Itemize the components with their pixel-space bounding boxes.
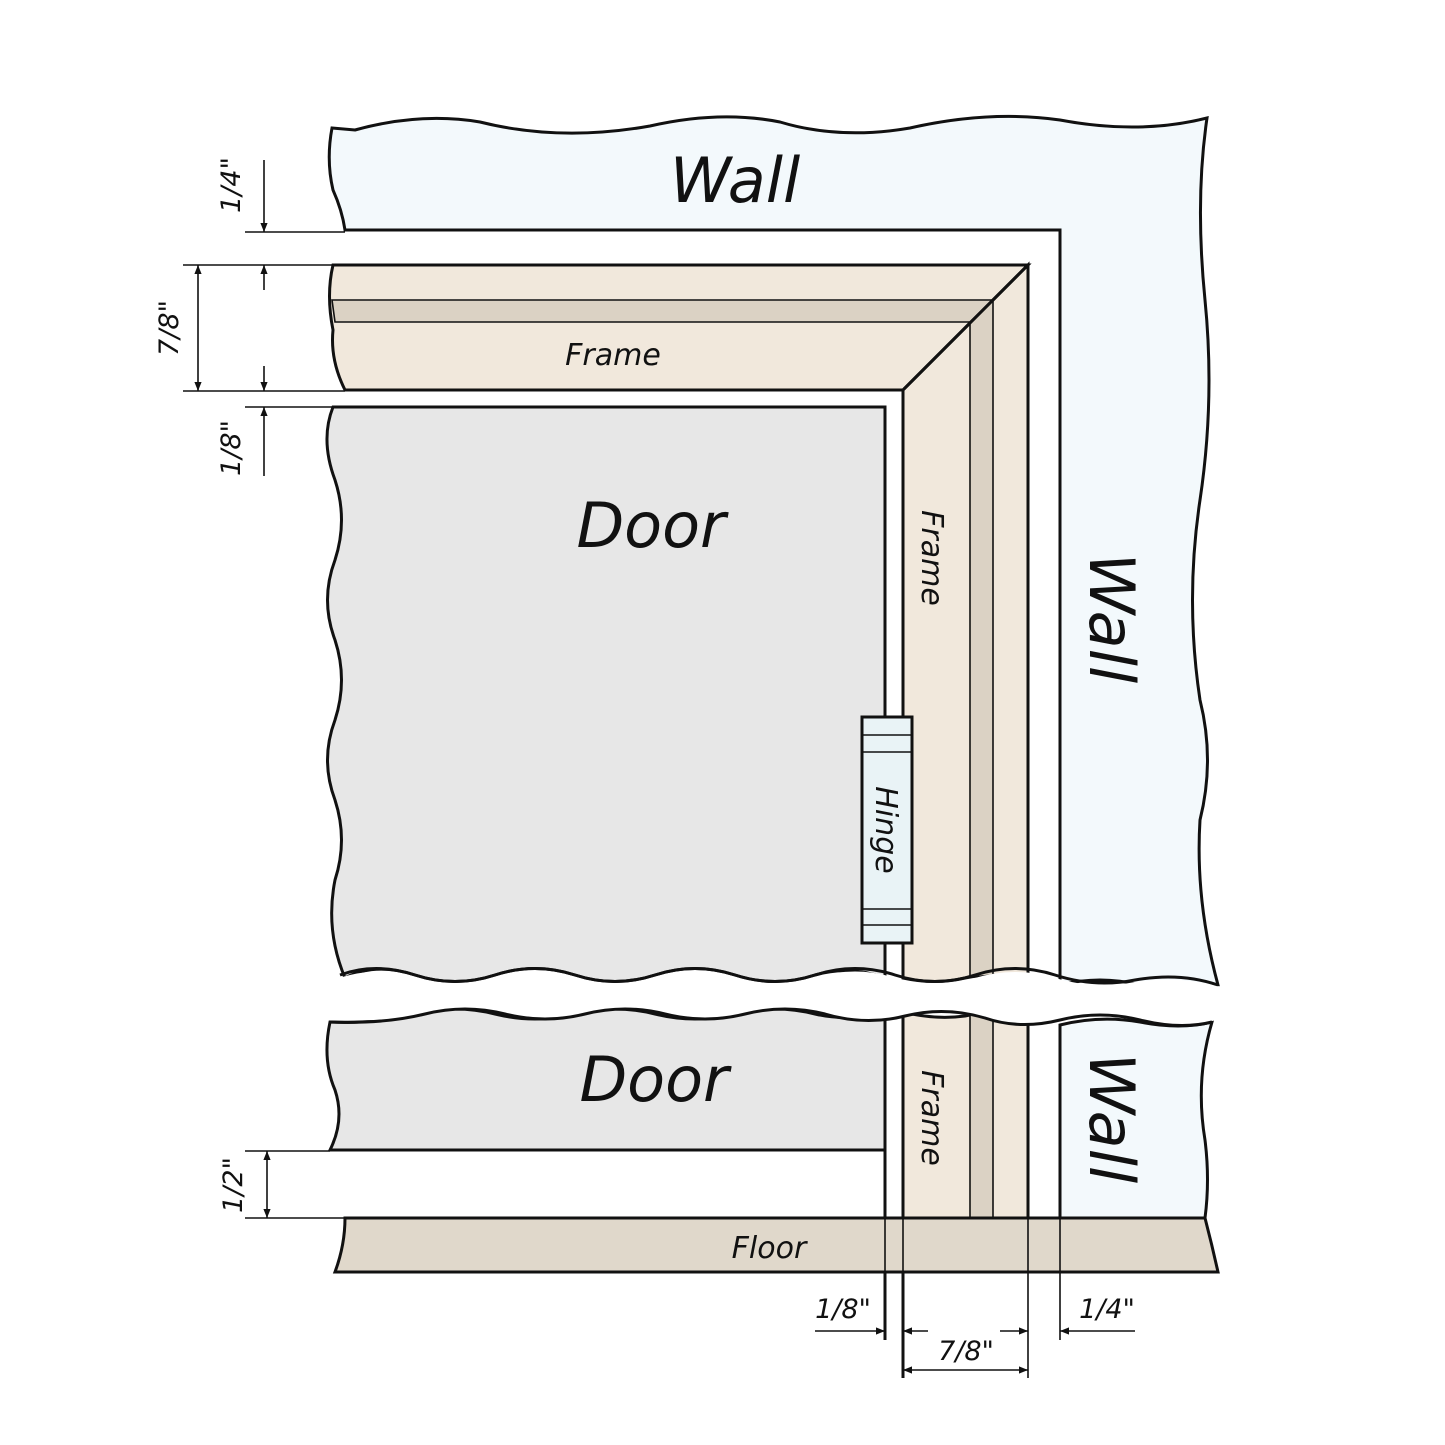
dim-door-gap-side: 1/8" xyxy=(815,1294,871,1325)
frame-stop-jamb-upper xyxy=(969,298,994,978)
dim-frame-width-left: 7/8" xyxy=(154,300,185,356)
door-label-upper: Door xyxy=(576,489,729,562)
dim-door-gap-top: 1/8" xyxy=(216,420,247,476)
frame-label-jamb: Frame xyxy=(914,510,949,606)
door-label-lower: Door xyxy=(579,1043,732,1116)
wall-label-top: Wall xyxy=(670,144,800,217)
wall-upper xyxy=(327,114,1220,992)
frame-label-head: Frame xyxy=(565,338,661,373)
break-band xyxy=(320,971,1225,1025)
floor xyxy=(332,1216,1220,1274)
hinge xyxy=(860,715,914,945)
hinge-label: Hinge xyxy=(868,786,903,873)
dim-wall-gap-side: 1/4" xyxy=(1079,1294,1135,1325)
dim-top-gap: 1/4" xyxy=(216,157,247,213)
dim-frame-width-bottom: 7/8" xyxy=(938,1336,994,1367)
frame-head xyxy=(328,263,1032,392)
dim-floor-gap: 1/2" xyxy=(218,1157,249,1213)
frame-stop-head xyxy=(331,299,995,323)
frame-label-jamb-lower: Frame xyxy=(914,1070,949,1166)
wall-label-right: Wall xyxy=(1075,553,1148,683)
floor-label: Floor xyxy=(732,1231,808,1266)
frame-stop-jamb-lower xyxy=(969,1011,994,1219)
wall-label-lower: Wall xyxy=(1075,1053,1148,1183)
